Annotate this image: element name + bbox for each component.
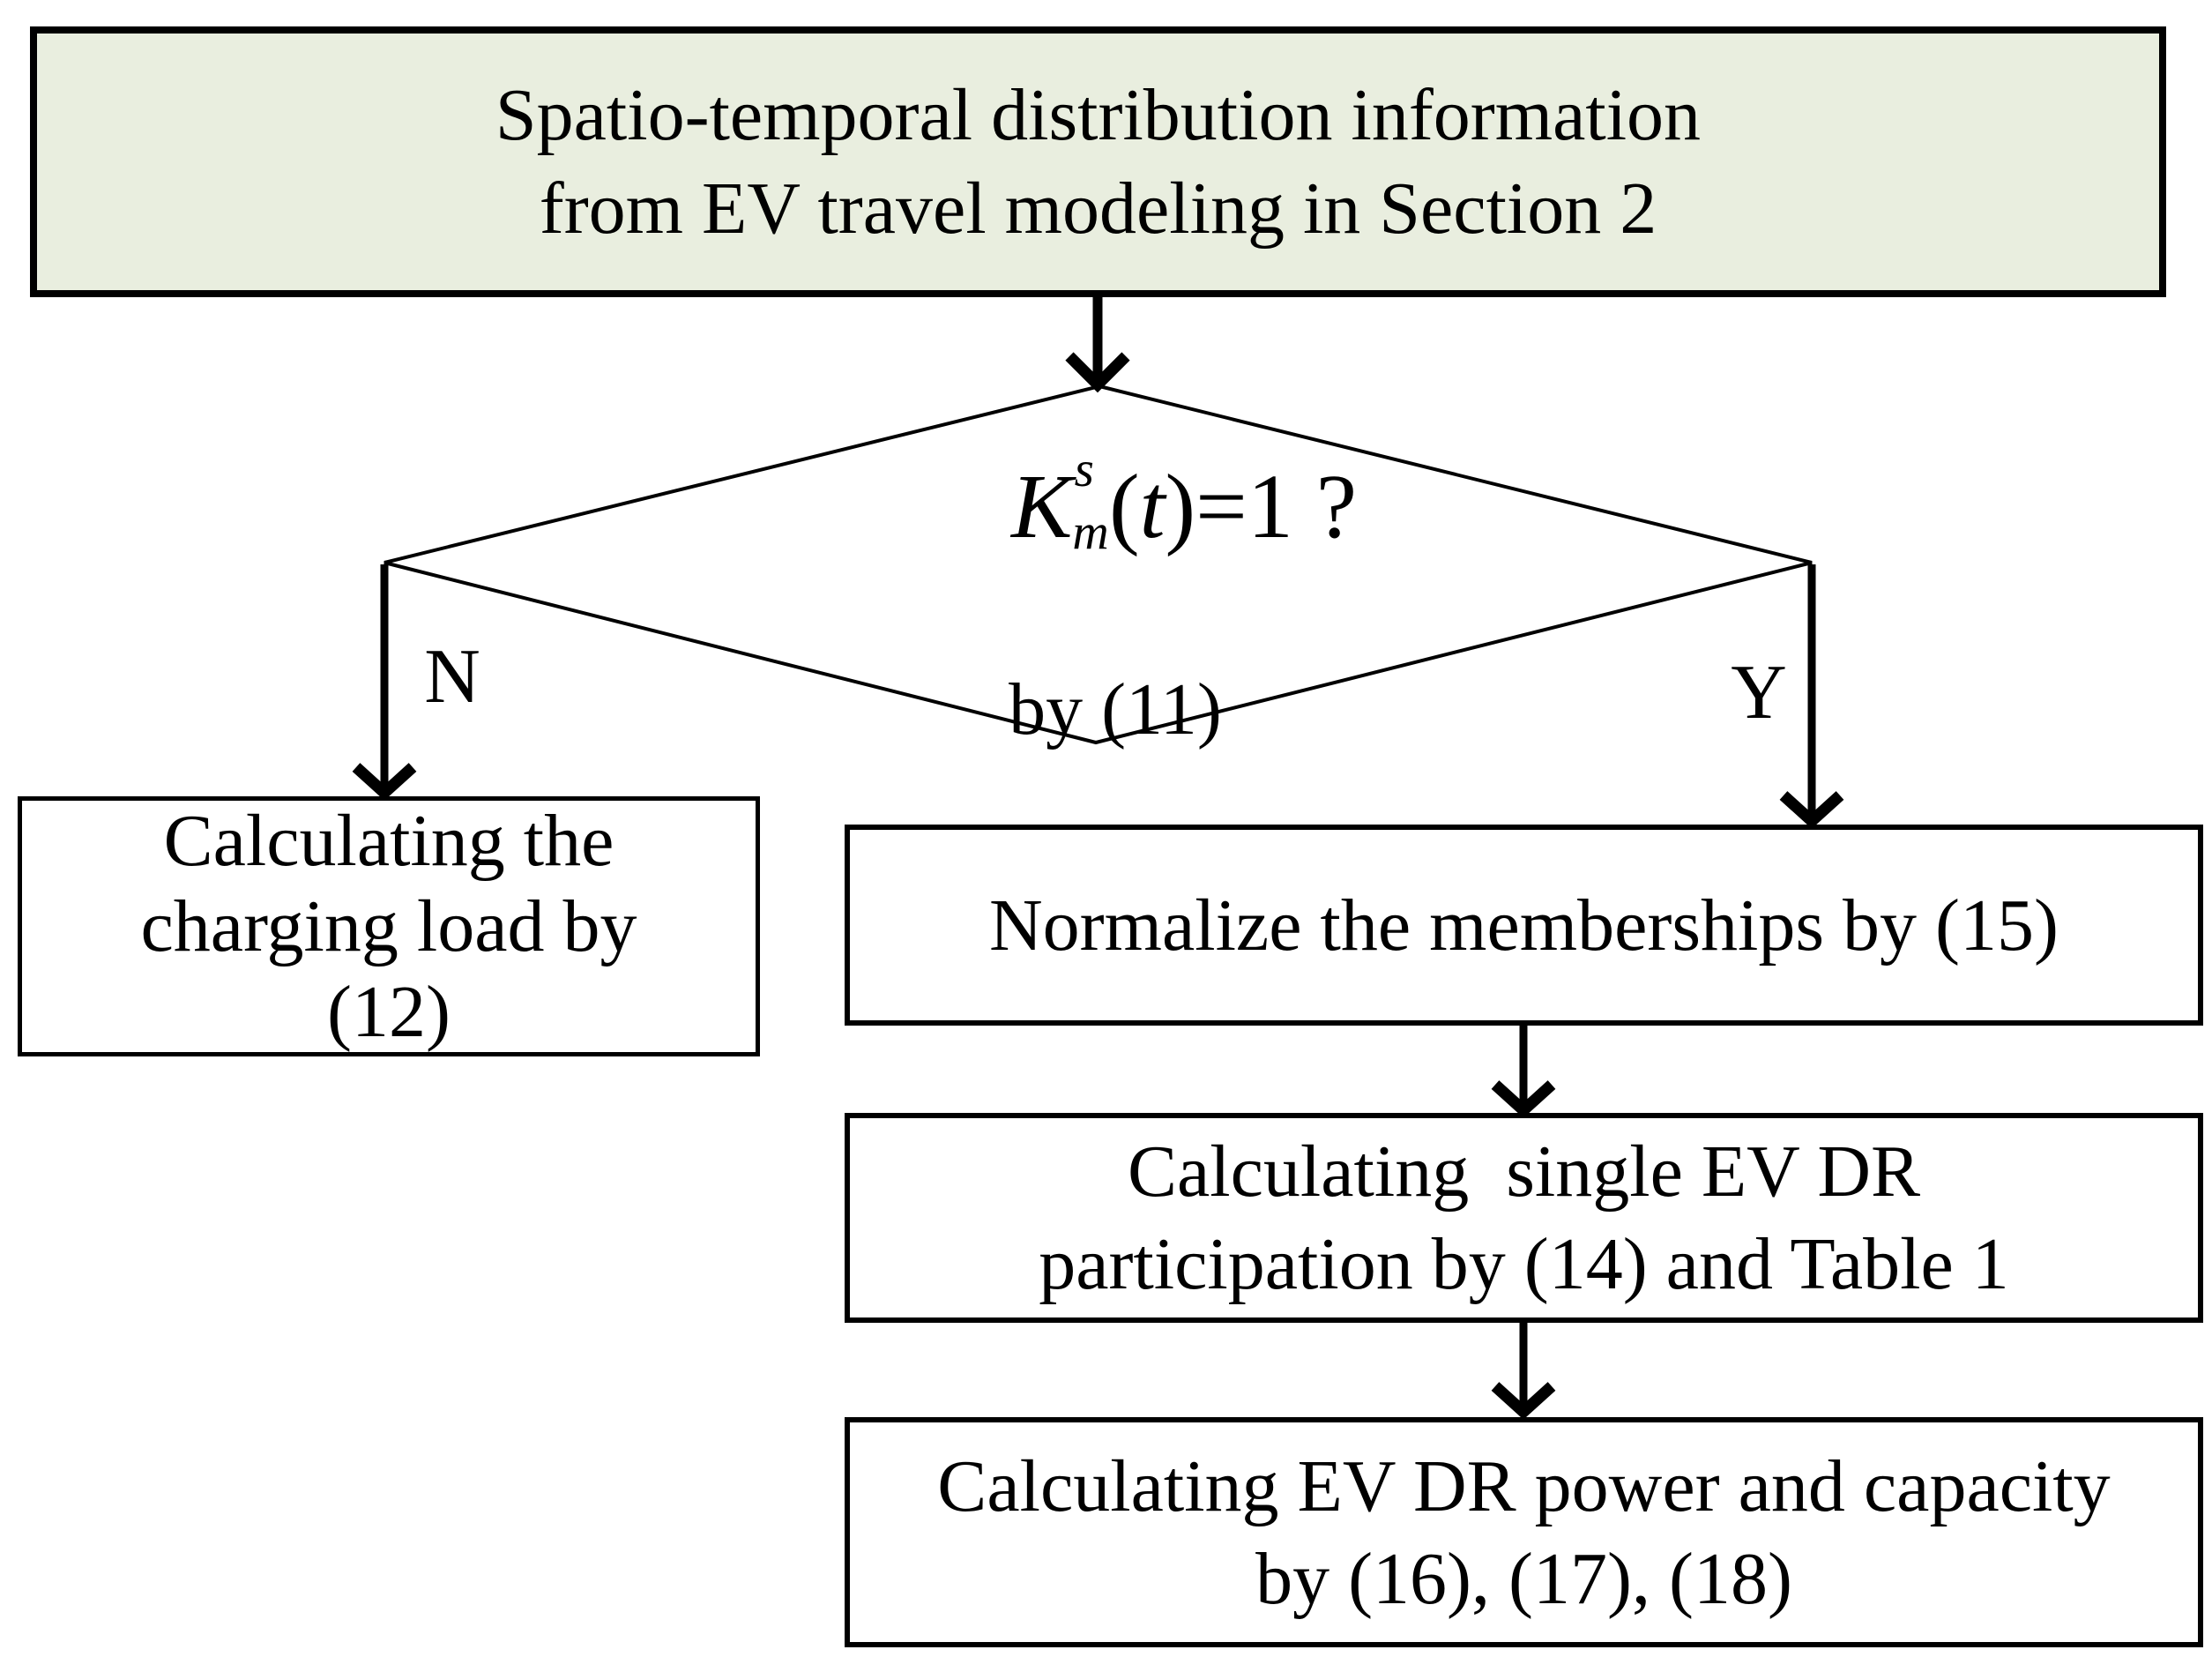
formula-superscript: s bbox=[1074, 441, 1094, 497]
yes-branch-label: Y bbox=[1731, 650, 1787, 735]
start-box-line: from EV travel modeling in Section 2 bbox=[539, 167, 1657, 250]
charging-load-box-line: (12) bbox=[327, 971, 451, 1053]
start-to-decision-arrow bbox=[1065, 295, 1130, 393]
dr-power-capacity-line: by (16), (17), (18) bbox=[1255, 1537, 1792, 1620]
charging-load-box-line: Calculating the bbox=[163, 800, 614, 882]
arrowhead-icon bbox=[1491, 1080, 1556, 1118]
formula-base: K bbox=[1011, 456, 1073, 557]
dr-power-capacity-line: Calculating EV DR power and capacity bbox=[937, 1444, 2111, 1527]
yes-branch-arrow bbox=[1779, 564, 1844, 829]
normalize-memberships-box: Normalize the memberships by (15) bbox=[845, 825, 2203, 1026]
arrowhead-icon bbox=[1491, 1382, 1556, 1420]
formula-paren-open: ( bbox=[1108, 456, 1140, 557]
formula-condition: )=1 ? bbox=[1165, 456, 1357, 557]
no-branch-label: N bbox=[424, 634, 480, 720]
arrowhead-icon bbox=[352, 763, 417, 801]
arrowhead-icon bbox=[1779, 791, 1844, 829]
arrowhead-icon bbox=[1065, 352, 1130, 393]
decision-method: by (11) bbox=[1009, 668, 1222, 750]
participation-to-capacity-arrow bbox=[1491, 1323, 1556, 1420]
start-box: Spatio-temporal distribution information… bbox=[30, 26, 2166, 297]
formula-subscript: m bbox=[1072, 504, 1109, 560]
dr-participation-line: Calculating single EV DR bbox=[1127, 1131, 1921, 1213]
dr-participation-line: participation by (14) and Table 1 bbox=[1039, 1223, 2009, 1305]
formula-variable: t bbox=[1139, 456, 1166, 557]
dr-power-capacity-box: Calculating EV DR power and capacity by … bbox=[845, 1417, 2203, 1647]
charging-load-box: Calculating the charging load by (12) bbox=[18, 796, 760, 1056]
dr-participation-box: Calculating single EV DR participation b… bbox=[845, 1113, 2203, 1323]
normalize-memberships-line: Normalize the memberships by (15) bbox=[989, 884, 2059, 967]
charging-load-box-line: charging load by bbox=[140, 885, 637, 967]
decision-diamond-shape bbox=[384, 384, 1813, 745]
start-box-line: Spatio-temporal distribution information bbox=[495, 73, 1702, 156]
normalize-to-participation-arrow bbox=[1491, 1026, 1556, 1118]
no-branch-arrow bbox=[352, 564, 417, 801]
